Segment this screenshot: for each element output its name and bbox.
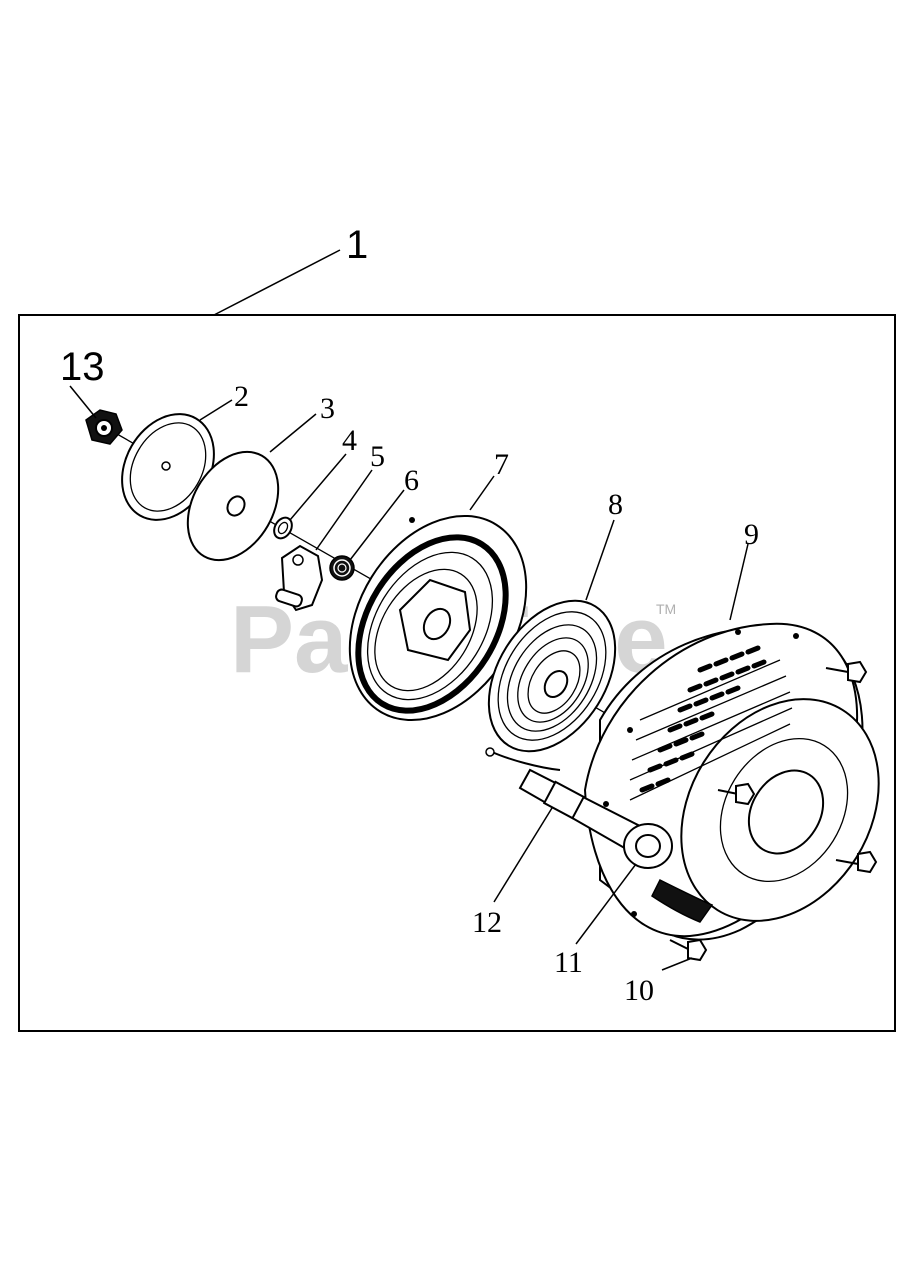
part-handle-bracket[interactable] — [623, 823, 714, 923]
callout-6: 6 — [404, 464, 419, 497]
part-pawl-spring[interactable] — [329, 555, 355, 581]
bolt-c — [835, 850, 878, 874]
callout-2: 2 — [234, 380, 249, 413]
part-small-washer[interactable] — [271, 514, 296, 541]
part-rope-pulley[interactable] — [314, 483, 563, 752]
bolt-b — [717, 782, 756, 806]
callout-4: 4 — [342, 424, 357, 457]
leader-lines — [69, 249, 749, 971]
callout-11: 11 — [554, 946, 583, 979]
assembly-frame — [18, 314, 896, 1032]
callout-9: 9 — [744, 518, 759, 551]
part-washer[interactable] — [169, 436, 296, 576]
callout-13: 13 — [60, 345, 105, 389]
housing-vent-slots — [629, 645, 793, 801]
part-bolt[interactable] — [669, 660, 878, 962]
watermark-tm: TM — [656, 601, 676, 617]
callout-12: 12 — [472, 906, 502, 939]
callout-10: 10 — [624, 974, 654, 1007]
part-nut[interactable] — [85, 409, 123, 445]
bolt-d — [669, 938, 708, 962]
callout-8: 8 — [608, 488, 623, 521]
part-recoil-spring[interactable] — [463, 578, 641, 774]
part-ratchet-pawl[interactable] — [275, 544, 324, 612]
callout-7: 7 — [494, 448, 509, 481]
bolt-a — [825, 660, 868, 684]
callout-3: 3 — [320, 392, 335, 425]
callout-1: 1 — [346, 223, 368, 267]
callout-5: 5 — [370, 440, 385, 473]
